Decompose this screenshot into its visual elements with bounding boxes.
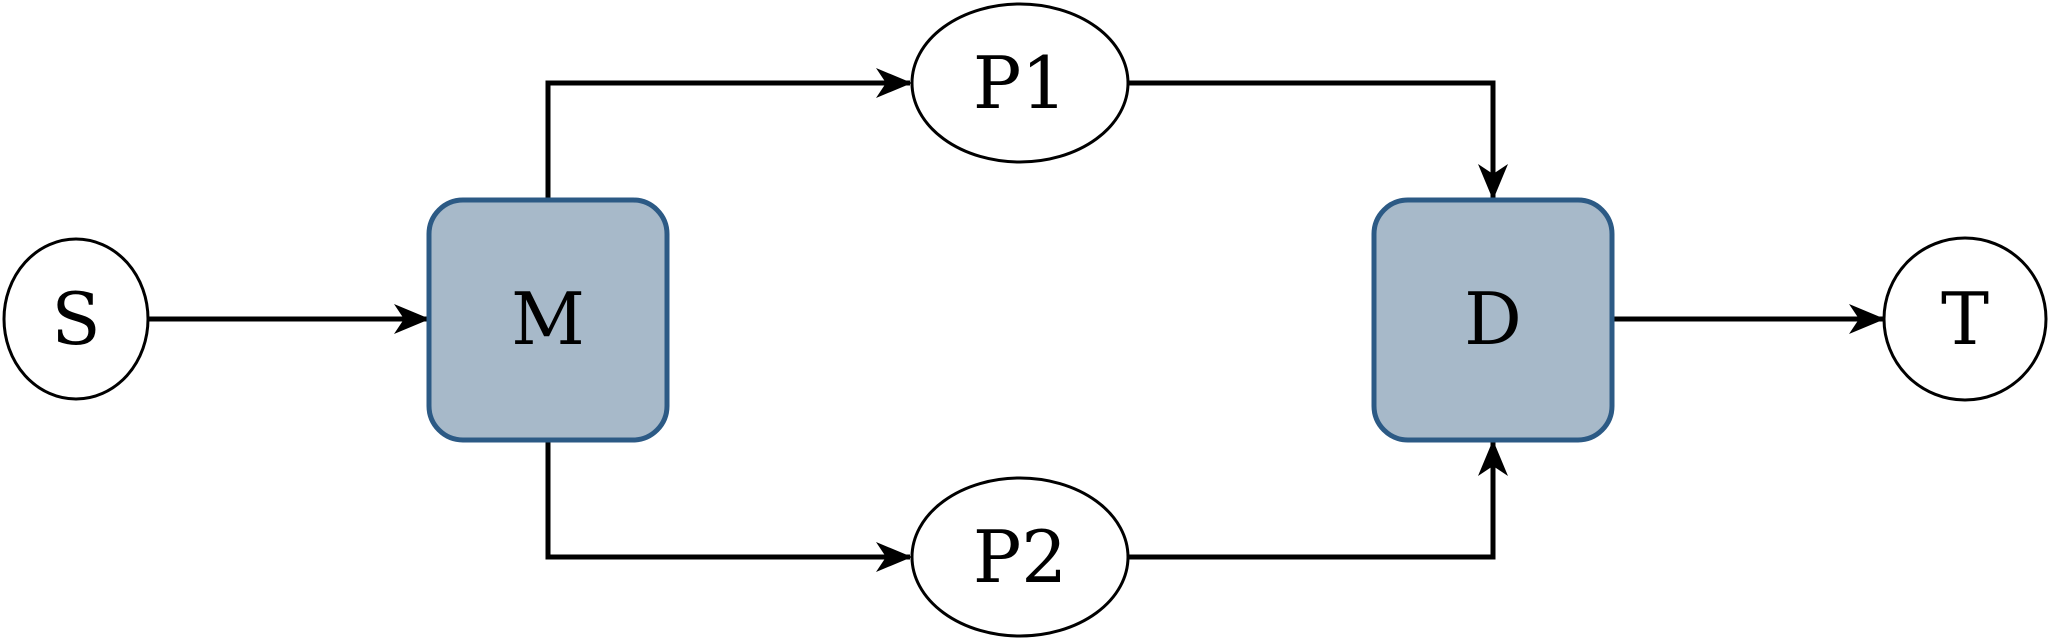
node-d-label: D <box>1464 277 1522 361</box>
node-p1: P1 <box>910 2 1130 164</box>
edge-m-to-p1 <box>545 68 912 200</box>
node-p2: P2 <box>910 476 1130 638</box>
node-d: D <box>1371 197 1615 443</box>
node-t-shape <box>1882 236 2048 402</box>
node-p1-shape <box>910 2 1130 164</box>
node-s-label: S <box>51 277 100 361</box>
node-d-shape <box>1371 197 1615 443</box>
edge-p2-to-d <box>1128 440 1508 560</box>
edge-p1-to-d <box>1128 80 1508 200</box>
node-p2-label: P2 <box>973 515 1067 599</box>
node-m-shape <box>426 197 670 443</box>
edge-m-to-p2 <box>545 440 912 572</box>
node-t-label: T <box>1941 277 1989 361</box>
node-s-shape <box>2 237 150 401</box>
node-m: M <box>426 197 670 443</box>
node-p2-shape <box>910 476 1130 638</box>
edges <box>149 68 1885 572</box>
node-t: T <box>1882 236 2048 402</box>
node-m-label: M <box>511 277 585 361</box>
node-p1-label: P1 <box>973 41 1067 125</box>
node-s: S <box>2 237 150 401</box>
